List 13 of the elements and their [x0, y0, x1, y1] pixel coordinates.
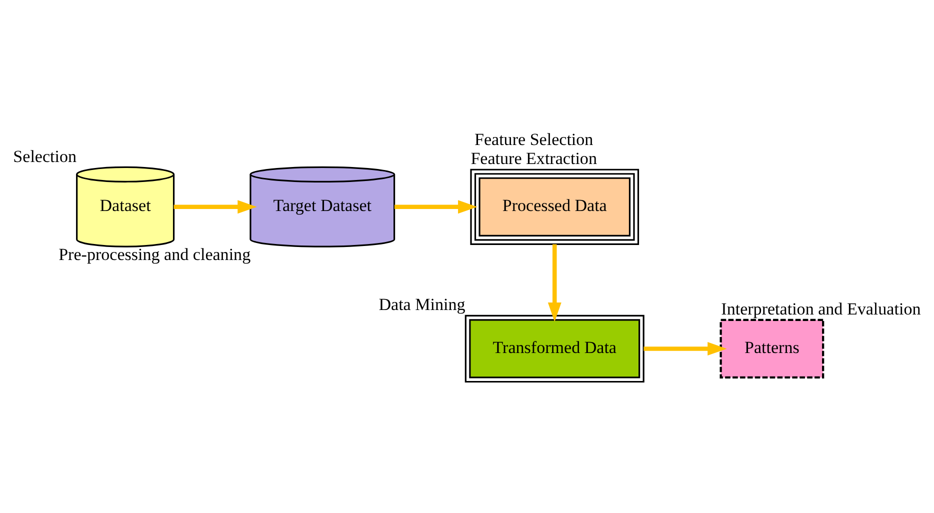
node-box: Patterns — [720, 318, 824, 379]
arrow — [644, 342, 727, 356]
node-label: Selection — [13, 146, 77, 166]
node-box: Transformed Data — [464, 314, 644, 383]
arrow — [548, 244, 562, 322]
node-label: Feature Selection — [474, 130, 594, 149]
node-label: Feature Extraction — [470, 149, 597, 168]
node-box: Processed Data — [470, 168, 640, 245]
node-label: Data Mining — [378, 295, 466, 314]
arrow — [174, 200, 257, 214]
node-label: Pre-processing and cleaning — [58, 245, 251, 264]
arrow — [394, 200, 478, 214]
node-label: Interpretation and Evaluation — [721, 299, 921, 318]
